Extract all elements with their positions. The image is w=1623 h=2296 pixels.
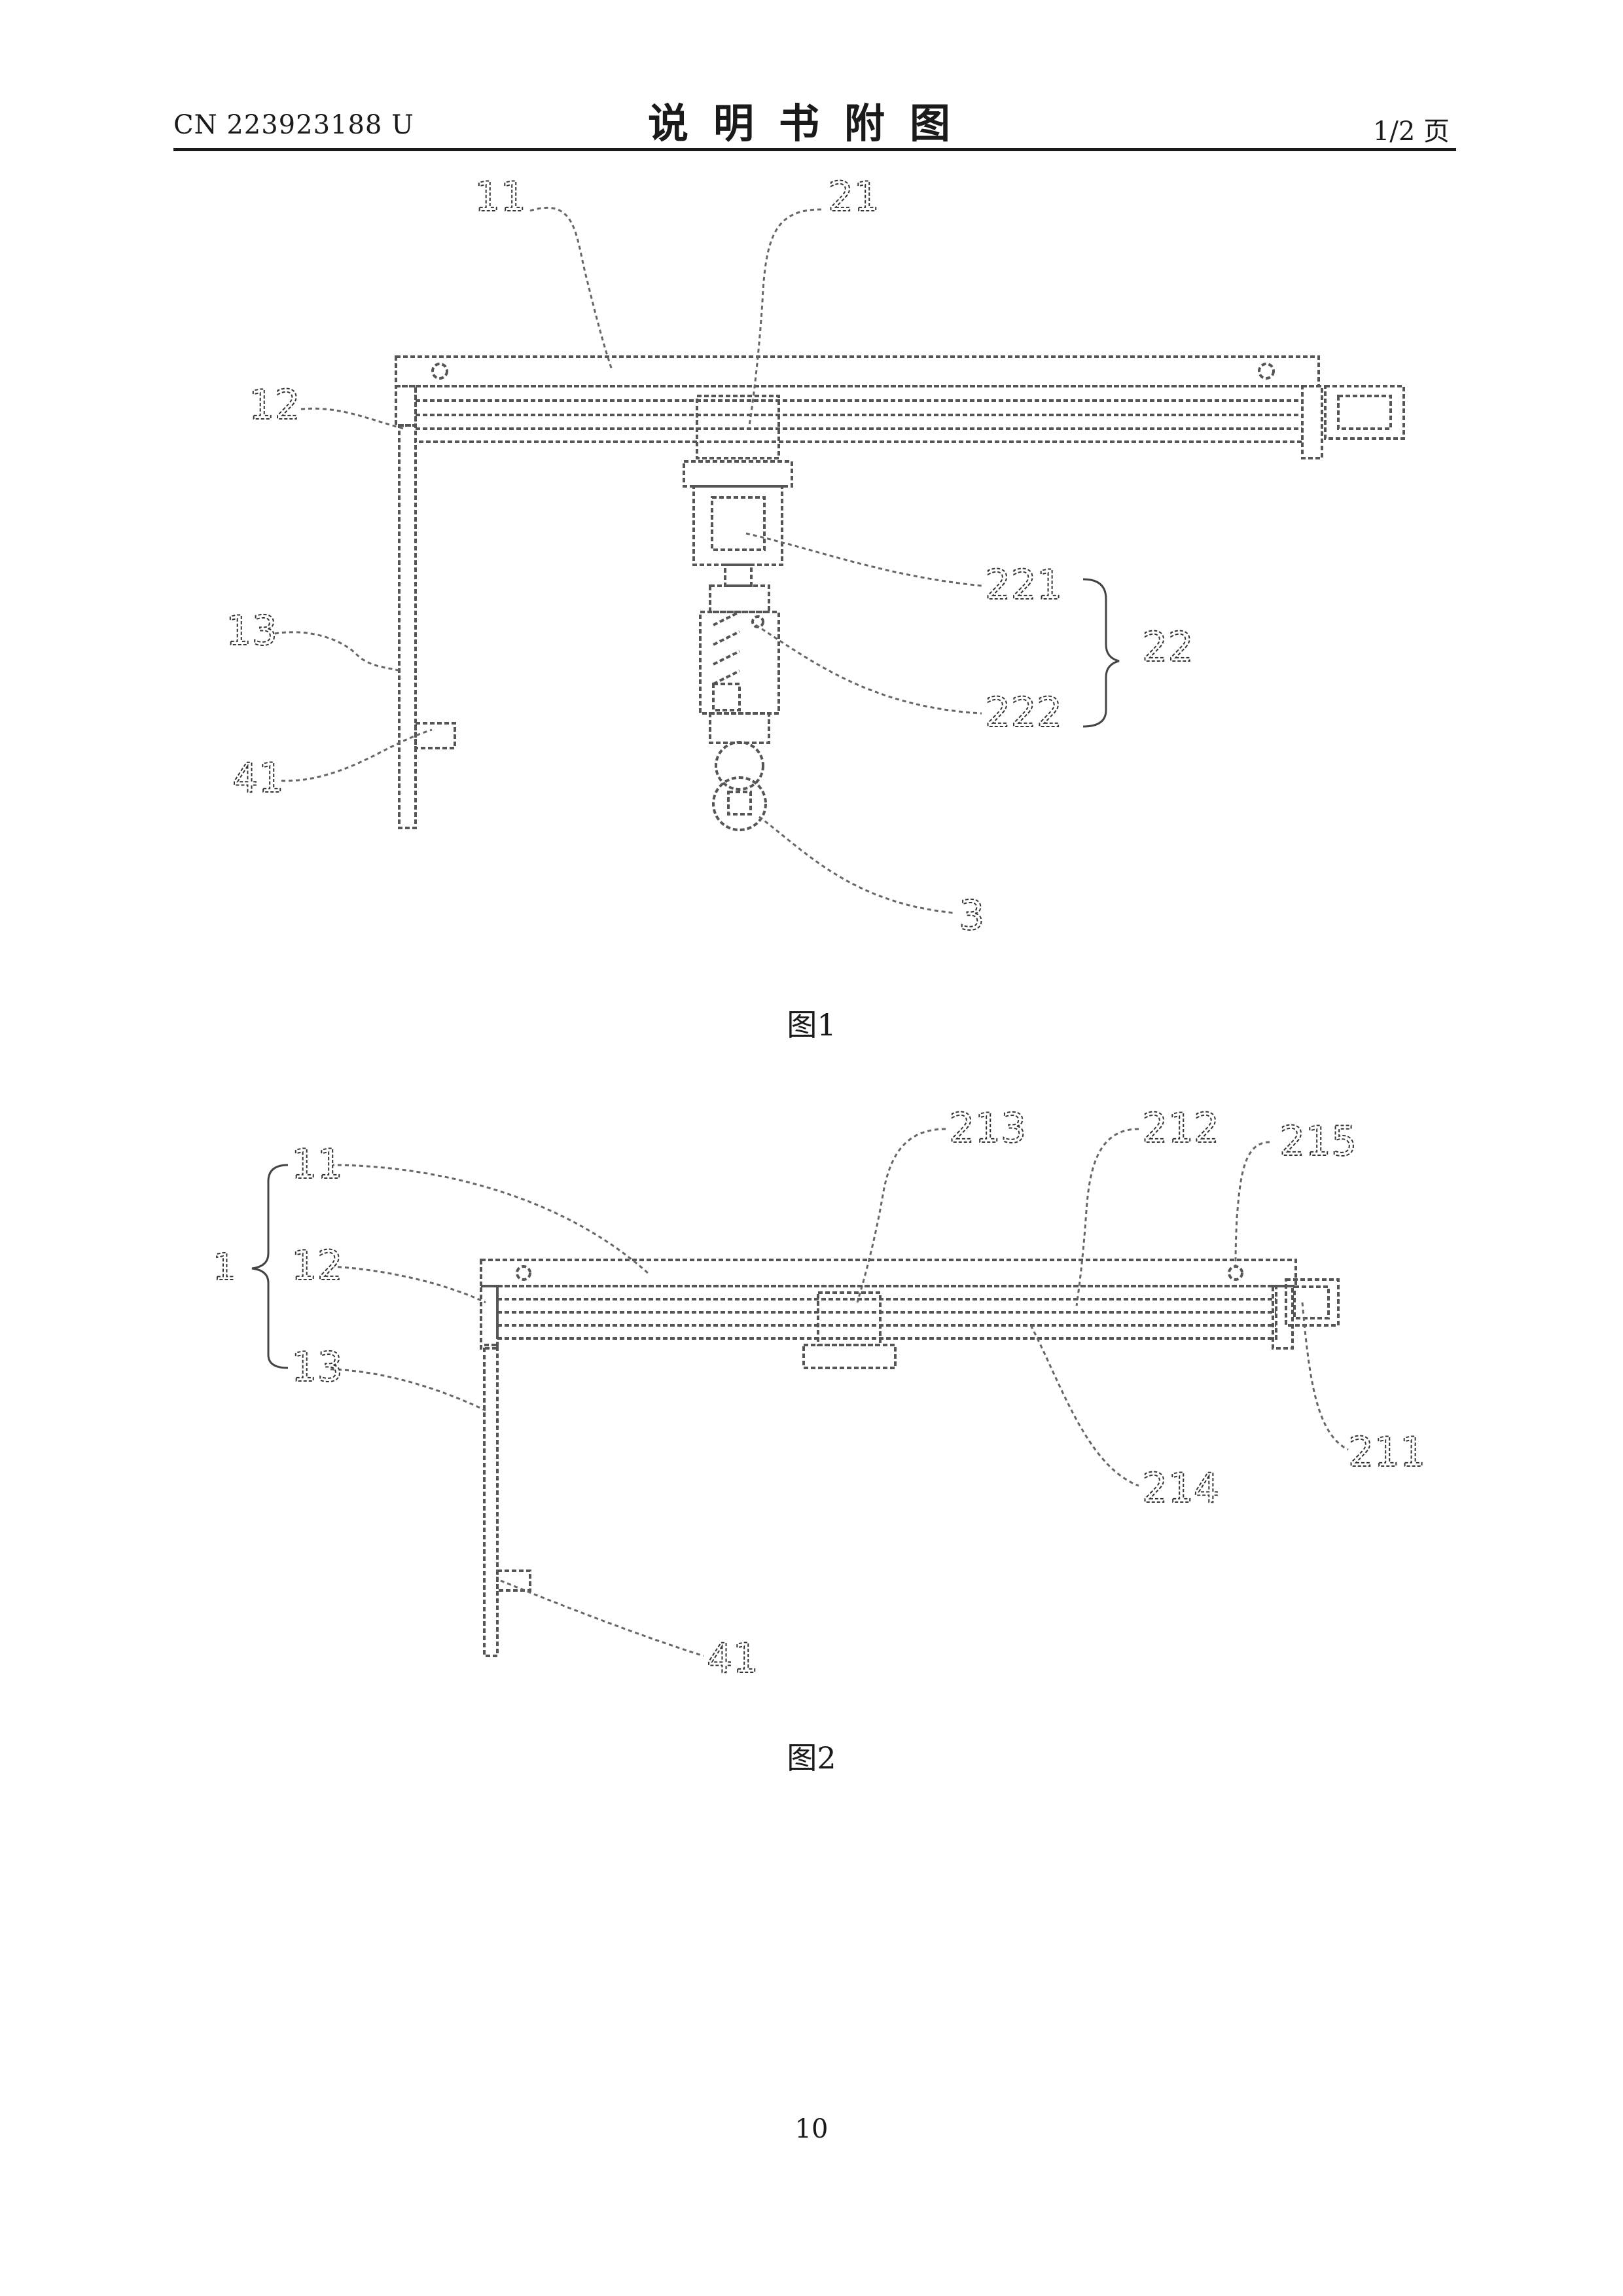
figure-2-label-211: 211 [1348,1428,1425,1476]
figure-2-leaders [252,1129,1348,1656]
figure-1-label-3: 3 [959,891,984,939]
figure-2-label-213: 213 [949,1104,1026,1152]
figure-2-frame [481,1260,1338,1656]
figure-2-label-11: 11 [291,1140,343,1188]
figure-1-label-21: 21 [828,173,880,221]
figure-2-label-1: 1 [213,1246,236,1289]
figure-1-caption: 图1 [0,1001,1623,1045]
figure-2-label-13: 13 [291,1343,343,1391]
figure-2-caption: 图2 [0,1734,1623,1778]
figure-2-label-41: 41 [707,1634,758,1682]
figure-1-label-222: 222 [985,689,1062,736]
figure-1-label-12: 12 [249,381,300,429]
page-number: 10 [0,2114,1623,2144]
figure-1-label-41: 41 [232,754,284,802]
figure-1-label-221: 221 [985,561,1062,609]
figure-2-label-12: 12 [291,1242,343,1289]
figure-1-label-22: 22 [1142,623,1194,671]
figure-2-label-215: 215 [1279,1117,1357,1165]
figure-2-label-212: 212 [1142,1104,1219,1152]
figure-1-drawing: 11 21 12 13 221 22 222 41 3 [0,164,1623,982]
figure-1-frame [396,357,1404,828]
figure-1-label-11: 11 [474,173,526,221]
figure-1-label-13: 13 [226,607,277,655]
header-rule [173,148,1456,151]
figure-2-drawing: 1 11 12 13 213 212 215 211 214 41 [0,1086,1623,1708]
figure-2-label-214: 214 [1142,1464,1219,1512]
figure-1-carriage [684,396,792,830]
sheet-number: 1/2 页 [1373,110,1450,148]
